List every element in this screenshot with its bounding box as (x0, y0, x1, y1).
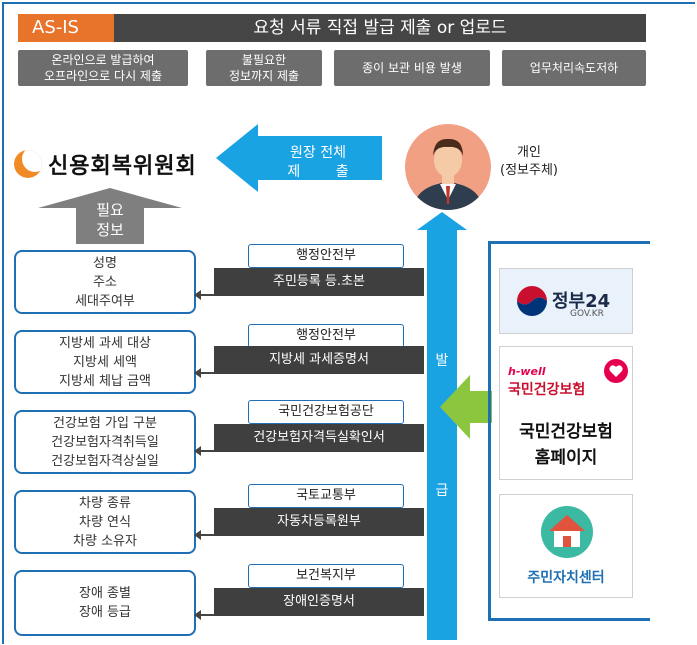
info-line: 성명 (93, 255, 117, 271)
info-line: 차량 종류 (79, 495, 131, 511)
issue-line: 종이 보관 비용 발생 (362, 61, 462, 75)
gov24-domain: GOV.KR (570, 309, 604, 319)
issue-line: 온라인으로 발급하여 (51, 53, 155, 67)
issue-arrow-head-icon (417, 212, 467, 230)
gov24-name: 정부24 (552, 291, 611, 312)
info-box-resident: 성명 주소 세대주여부 (14, 250, 196, 314)
required-info-label: 필요 정보 (76, 200, 144, 240)
info-box-local-tax: 지방세 과세 대상 지방세 세액 지방세 체납 금액 (14, 330, 196, 394)
person-line-2: (정보주체) (500, 163, 558, 178)
community-house-icon (541, 506, 593, 558)
agency-label: 행정안전부 (248, 244, 404, 268)
small-left-arrow-icon (194, 610, 214, 620)
community-center-name: 주민자치센터 (527, 570, 605, 586)
info-line: 건강보험자격취득일 (51, 434, 159, 450)
document-bar: 주민등록 등.초본 (214, 268, 424, 296)
small-left-arrow-icon (194, 530, 214, 540)
nhis-card: h-well 국민건강보험 국민건강보험 홈페이지 (499, 346, 633, 480)
issue-arrow-shaft (427, 228, 457, 640)
green-left-arrow-icon (440, 375, 492, 439)
submit-arrow-icon (216, 124, 382, 192)
info-line: 건강보험자격상실일 (51, 453, 159, 469)
small-left-arrow-icon (194, 368, 214, 378)
person-avatar-icon (405, 124, 491, 210)
gov24-emblem-icon (517, 286, 547, 316)
issue-arrow-char-2: 급 (435, 483, 449, 499)
small-left-arrow-icon (194, 290, 214, 300)
issue-box-4: 업무처리속도저하 (502, 50, 646, 86)
nhis-brand: h-well (508, 365, 546, 378)
issue-line: 오프라인으로 다시 제출 (43, 69, 163, 83)
issue-line: 정보까지 제출 (228, 69, 300, 83)
agency-label: 보건복지부 (248, 564, 404, 588)
small-left-arrow-icon (194, 446, 214, 456)
required-info-line-2: 정보 (96, 221, 124, 239)
required-info-line-1: 필요 (96, 201, 124, 219)
info-line: 장애 등급 (79, 605, 131, 620)
nhis-heart-icon (604, 359, 628, 383)
info-box-health: 건강보험 가입 구분 건강보험자격취득일 건강보험자격상실일 (14, 410, 196, 474)
person-label: 개인 (정보주체) (500, 144, 558, 180)
info-line: 지방세 과세 대상 (59, 335, 151, 351)
info-line: 지방세 체납 금액 (59, 373, 151, 389)
info-line: 지방세 세액 (73, 354, 137, 370)
required-info-arrow-icon (38, 188, 182, 244)
as-is-tag: AS-IS (18, 14, 114, 42)
info-box-disability: 장애 종별 장애 등급 (14, 570, 196, 636)
document-bar: 지방세 과세증명서 (214, 346, 424, 374)
nhis-logo-name: 국민건강보험 (508, 382, 586, 398)
nhis-homepage-label: 국민건강보험 홈페이지 (500, 419, 632, 471)
agency-label: 국토교통부 (248, 484, 404, 508)
issue-arrow-char-1: 발 (435, 353, 449, 369)
info-line: 차량 소유자 (73, 533, 137, 549)
person-line-1: 개인 (517, 145, 541, 160)
info-line: 차량 연식 (79, 514, 131, 530)
nhis-line-2: 홈페이지 (534, 448, 598, 468)
issue-line: 업무처리속도저하 (529, 61, 619, 75)
info-line: 장애 종별 (79, 586, 131, 601)
agency-label: 국민건강보험공단 (248, 400, 404, 424)
sources-panel (488, 241, 650, 621)
document-bar: 자동차등록원부 (214, 508, 424, 536)
info-line: 세대주여부 (75, 293, 135, 309)
info-box-vehicle: 차량 종류 차량 연식 차량 소유자 (14, 490, 196, 554)
logo-text: 신용회복위원회 (48, 154, 197, 179)
submit-line-2: 제 출 (287, 164, 349, 180)
nhis-line-1: 국민건강보험 (519, 422, 613, 442)
info-line: 건강보험 가입 구분 (53, 415, 157, 431)
info-line: 주소 (93, 274, 117, 290)
logo-mark-icon (14, 150, 42, 178)
agency-label: 행정안전부 (248, 324, 404, 348)
document-bar: 장애인증명서 (214, 588, 424, 616)
recipient-logo: 신용회복위원회 (14, 148, 197, 180)
community-center-card: 주민자치센터 (499, 494, 633, 598)
gov24-card: 정부24 GOV.KR (499, 268, 633, 334)
header-title: 요청 서류 직접 발급 제출 or 업로드 (114, 14, 646, 42)
issue-box-3: 종이 보관 비용 발생 (334, 50, 490, 86)
issue-line: 불필요한 (241, 53, 287, 67)
document-bar: 건강보험자격득실확인서 (214, 424, 424, 452)
submit-arrow-label: 원장 전체 제 출 (268, 144, 368, 182)
submit-line-1: 원장 전체 (290, 145, 346, 161)
